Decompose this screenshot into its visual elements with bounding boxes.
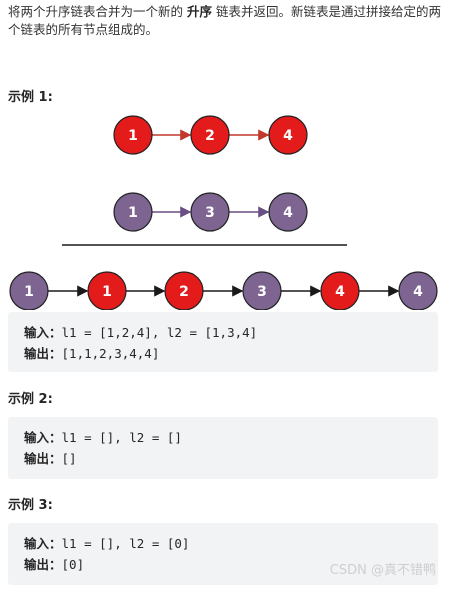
example-1-title: 示例 1: bbox=[8, 90, 53, 105]
example-2-output: [] bbox=[61, 451, 77, 466]
list2-node-label: 1 bbox=[128, 205, 138, 221]
list2-node bbox=[113, 192, 153, 232]
list1-node-label: 4 bbox=[283, 128, 293, 144]
list1-node-label: 1 bbox=[128, 128, 138, 144]
merge-diagram: 1 2 4 1 3 4 1 1 2 3 4 4 bbox=[9, 115, 438, 310]
list2-node bbox=[190, 192, 230, 232]
input-label: 输入： bbox=[24, 536, 62, 551]
output-label: 输出： bbox=[24, 346, 62, 361]
output-label: 输出： bbox=[24, 451, 62, 466]
input-label: 输入： bbox=[24, 430, 62, 445]
example-3-title: 示例 3: bbox=[8, 498, 53, 513]
list2-row: 1 3 4 bbox=[113, 192, 308, 232]
problem-description: 将两个升序链表合并为一个新的 升序 链表并返回。新链表是通过拼接给定的两个链表的… bbox=[8, 3, 444, 39]
merged-node bbox=[242, 271, 282, 310]
intro-text-after: 链表并返回。新链表是通过拼接给定的两个链表的所有节点组成的。 bbox=[8, 4, 441, 37]
output-label: 输出： bbox=[24, 557, 62, 572]
input-label: 输入： bbox=[24, 325, 62, 340]
example-3-output: [0] bbox=[61, 557, 85, 572]
example-3-input: l1 = [], l2 = [0] bbox=[61, 536, 190, 551]
intro-text-bold: 升序 bbox=[186, 4, 212, 19]
merged-node-label: 3 bbox=[257, 284, 267, 300]
example-1-input: l1 = [1,2,4], l2 = [1,3,4] bbox=[61, 325, 258, 340]
example-1-output: [1,1,2,3,4,4] bbox=[61, 346, 160, 361]
intro-text-before: 将两个升序链表合并为一个新的 bbox=[8, 4, 187, 19]
list1-node-label: 2 bbox=[205, 128, 215, 144]
list2-node-label: 4 bbox=[283, 205, 293, 221]
example-3-input-line: 输入：l1 = [], l2 = [0] bbox=[24, 533, 422, 554]
list2-node bbox=[268, 192, 308, 232]
merged-row: 1 1 2 3 4 4 bbox=[9, 271, 438, 310]
example-1-input-line: 输入：l1 = [1,2,4], l2 = [1,3,4] bbox=[24, 322, 422, 343]
merged-node bbox=[398, 271, 438, 310]
example-2-output-line: 输出：[] bbox=[24, 448, 422, 469]
list1-node bbox=[113, 115, 153, 155]
list1-row: 1 2 4 bbox=[113, 115, 308, 155]
example-1-output-line: 输出：[1,1,2,3,4,4] bbox=[24, 343, 422, 364]
merged-node-label: 4 bbox=[335, 284, 345, 300]
merged-node-label: 4 bbox=[413, 284, 423, 300]
merged-node-label: 1 bbox=[102, 284, 112, 300]
list2-node-label: 3 bbox=[205, 205, 215, 221]
example-1-code: 输入：l1 = [1,2,4], l2 = [1,3,4] 输出：[1,1,2,… bbox=[8, 312, 438, 372]
csdn-watermark: CSDN @真不错鸭 bbox=[329, 563, 436, 578]
example-2-input: l1 = [], l2 = [] bbox=[61, 430, 182, 445]
example-3-code: 输入：l1 = [], l2 = [0] 输出：[0] bbox=[8, 523, 438, 585]
example-3-output-line: 输出：[0] bbox=[24, 554, 422, 575]
merged-node bbox=[87, 271, 127, 310]
merged-node-label: 2 bbox=[179, 284, 189, 300]
list1-node bbox=[190, 115, 230, 155]
example-2-title: 示例 2: bbox=[8, 392, 53, 407]
merged-node-label: 1 bbox=[24, 284, 34, 300]
merged-node bbox=[9, 271, 49, 310]
merged-node bbox=[320, 271, 360, 310]
example-2-code: 输入：l1 = [], l2 = [] 输出：[] bbox=[8, 417, 438, 479]
list1-node bbox=[268, 115, 308, 155]
example-2-input-line: 输入：l1 = [], l2 = [] bbox=[24, 427, 422, 448]
merged-node bbox=[164, 271, 204, 310]
